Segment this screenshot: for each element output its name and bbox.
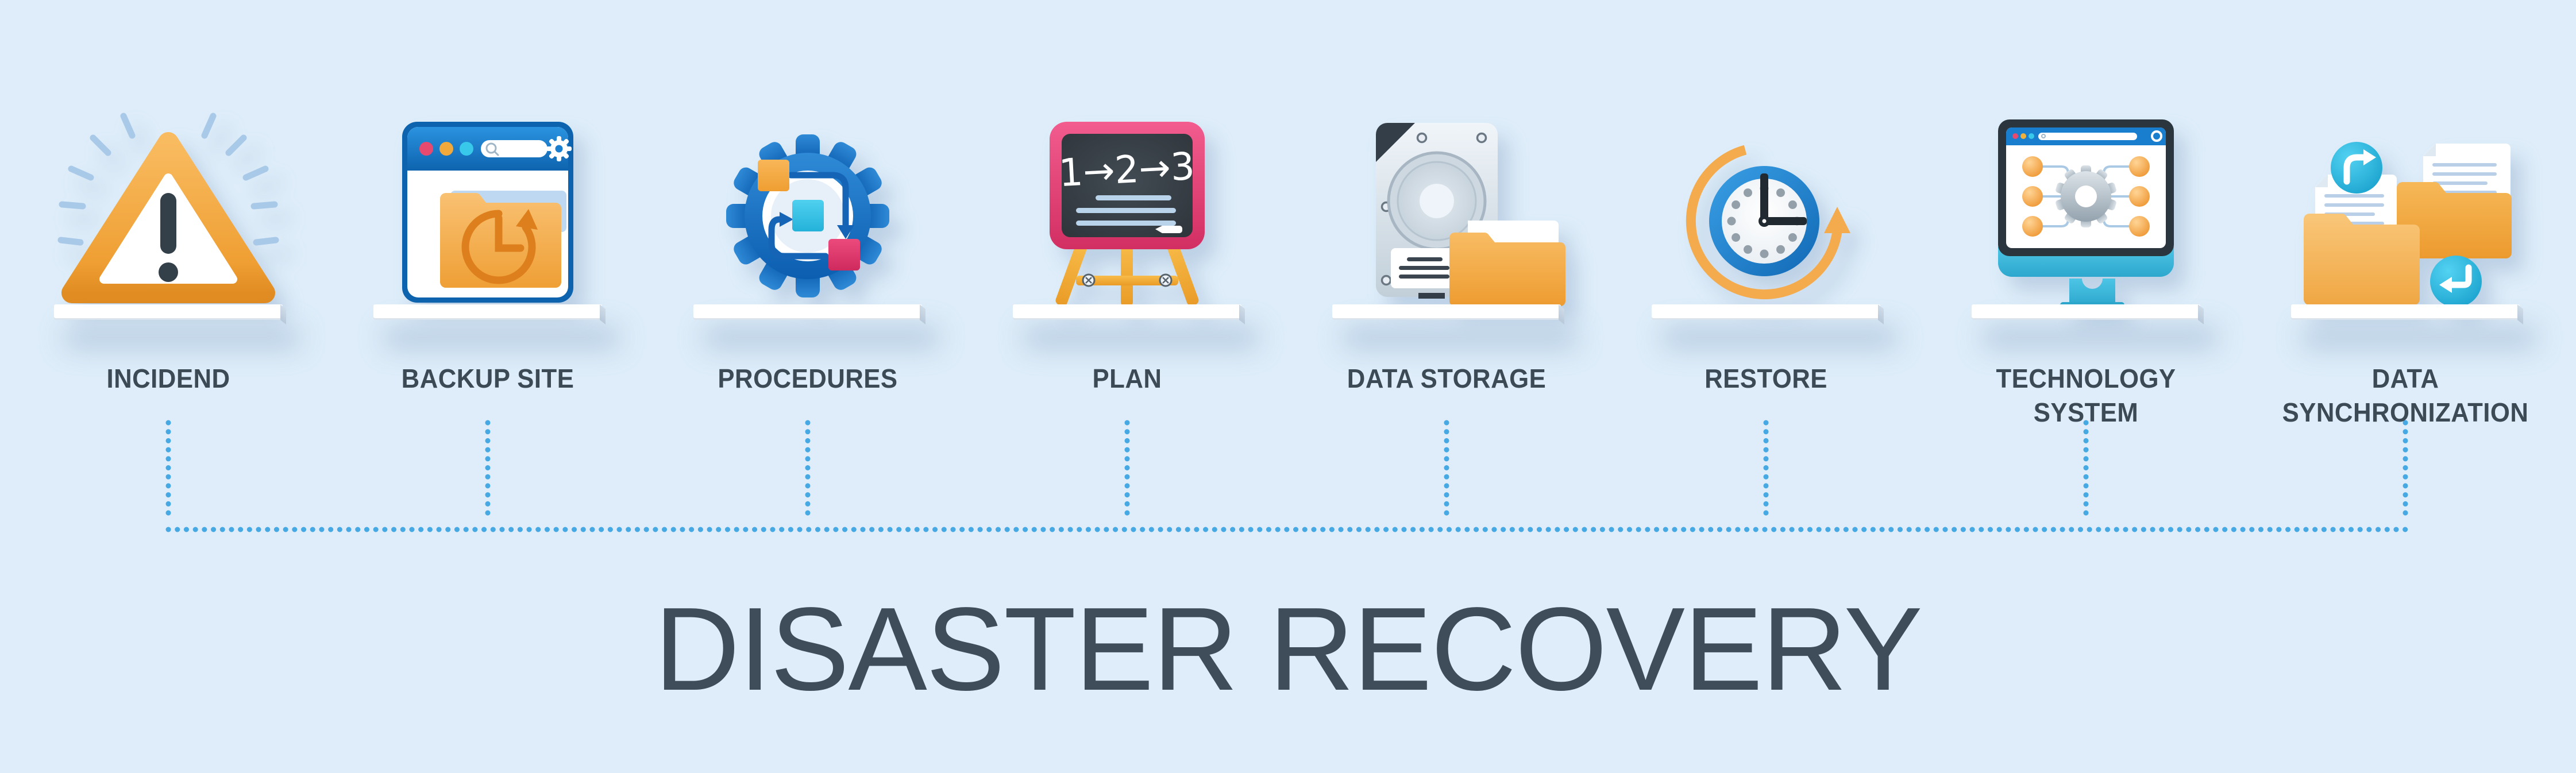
screw-icon (1082, 273, 1096, 287)
gear-icon (2056, 165, 2116, 227)
step-procedures: PROCEDURES (647, 0, 969, 574)
platform-shelf (2291, 304, 2520, 320)
platform-shelf (54, 304, 283, 320)
clock-restore-icon (1686, 145, 1850, 300)
platform-shelf (693, 304, 922, 320)
step-data-storage: DATA STORAGE (1286, 0, 1607, 574)
browser-backup-folder-icon (402, 122, 573, 303)
step-label: INCIDEND (106, 364, 230, 393)
banner-title: DISASTER RECOVERY (654, 583, 1923, 715)
screw-icon (1159, 273, 1173, 287)
hard-drive-folder-icon (1376, 123, 1565, 306)
step-data-synchronization: DATA SYNCHRONIZATION (2245, 0, 2566, 574)
monitor-gear-network-icon (1998, 119, 2174, 310)
folders-documents-sync-icon (2304, 142, 2512, 307)
step-label: BACKUP SITE (401, 364, 574, 393)
step-label: DATA SYNCHRONIZATION (2282, 364, 2529, 427)
step-label: PROCEDURES (718, 364, 898, 393)
forward-arrow-icon (2331, 142, 2382, 194)
history-clock-icon (461, 210, 536, 284)
step-label: PLAN (1092, 364, 1162, 393)
platform-shelf (1013, 304, 1241, 320)
platform-shelf (1972, 304, 2200, 320)
step-label: DATA STORAGE (1347, 364, 1547, 393)
platform-shelf (1652, 304, 1880, 320)
chalkboard-easel-icon: 1→2→3 (1050, 122, 1205, 307)
return-arrow-icon (2430, 256, 2482, 307)
gear-icon (2151, 130, 2162, 142)
platform-shelf (1332, 304, 1561, 320)
gear-workflow-icon (726, 134, 889, 297)
warning-triangle-icon (57, 113, 279, 303)
step-label: TECHNOLOGY SYSTEM (1996, 364, 2176, 427)
step-label: RESTORE (1705, 364, 1827, 393)
gear-icon (546, 136, 572, 161)
step-backup-site: BACKUP SITE (327, 0, 649, 574)
step-technology-system: TECHNOLOGY SYSTEM (1925, 0, 2247, 574)
platform-shelf (373, 304, 602, 320)
step-restore: RESTORE (1605, 0, 1927, 574)
step-incident: INCIDEND (7, 0, 329, 574)
step-plan: 1→2→3 PLAN (966, 0, 1288, 574)
board-text: 1→2→3 (1058, 144, 1196, 195)
